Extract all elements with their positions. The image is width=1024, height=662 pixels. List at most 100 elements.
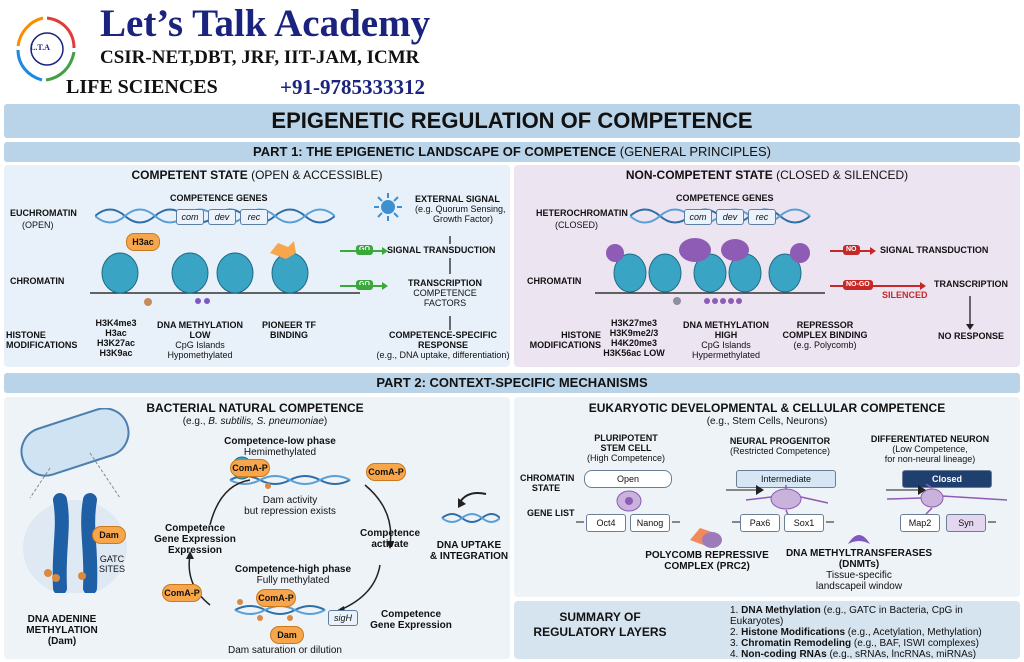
gene-com: com [684, 209, 712, 225]
sun-signal-icon [374, 193, 402, 221]
gene-pax6: Pax6 [740, 514, 780, 532]
no-tag: NO [843, 245, 860, 255]
list-item: 2. Histone Modifications (e.g., Acetylat… [730, 627, 982, 638]
chromatin-label: CHROMATIN [10, 276, 65, 286]
dnmt-label: DNA METHYLTRANSFERASES(DNMTs)Tissue-spec… [785, 548, 933, 592]
signal-transduction: SIGNAL TRANSDUCTION [387, 245, 496, 255]
gene-rec: rec [748, 209, 776, 225]
part1-title: PART 1: THE EPIGENETIC LANDSCAPE OF COMP… [4, 142, 1020, 162]
bacterial-example: (e.g., B. subtilis, S. pneumoniae) [182, 416, 328, 427]
list-item: 1. DNA Methylation (e.g., GATC in Bacter… [730, 605, 963, 627]
gene-list-label: GENE LIST [527, 508, 575, 518]
academy-logo [16, 16, 76, 82]
chromatin-label: CHROMATIN [527, 276, 582, 286]
comap-badge: ComA-P [366, 463, 406, 481]
eukaryotic-heading: EUKARYOTIC DEVELOPMENTAL & CELLULAR COMP… [588, 401, 946, 415]
gene-syn: Syn [946, 514, 986, 532]
brand-exams: CSIR-NET,DBT, JRF, IIT-JAM, ICMR [100, 47, 420, 68]
silenced-label: SILENCED [882, 290, 928, 300]
competence-genes-label: COMPETENCE GENES [676, 193, 774, 203]
histone-mod-label: HISTONE MODIFICATIONS [529, 330, 601, 350]
neuron-icon [886, 484, 1008, 514]
dna-uptake: DNA UPTAKE& INTEGRATION [429, 540, 509, 562]
no-response: NO RESPONSE [938, 331, 1005, 341]
gene-nanog: Nanog [630, 514, 670, 532]
euchromatin-label: EUCHROMATIN [10, 208, 77, 218]
gene-com: com [176, 209, 204, 225]
gene-map2: Map2 [900, 514, 940, 532]
competent-arrows [340, 236, 451, 330]
stem-cell-icon [616, 490, 642, 512]
sigh-gene: sigH [328, 610, 358, 626]
eukaryotic-arrows [576, 485, 996, 523]
signal-transduction: SIGNAL TRANSDUCTION [880, 245, 989, 255]
state-closed: Closed [902, 470, 992, 488]
list-item: 4. Non-coding RNAs (e.g., sRNAs, lncRNAs… [730, 649, 977, 660]
dam-saturation: Dam saturation or dilution [228, 645, 342, 656]
noncompetent-heading: NON-COMPETENT STATE (CLOSED & SILENCED) [625, 168, 909, 182]
heterochromatin-label: HETEROCHROMATIN [536, 208, 628, 218]
gene-dev: dev [716, 209, 744, 225]
open-chromatin-nucleosomes [90, 241, 360, 306]
brand-phone: +91-9785333312 [280, 75, 425, 99]
neural-progenitor-icon [745, 485, 829, 515]
bacterium-chromosome-illustration [20, 408, 130, 593]
list-item: 3. Chromatin Remodeling (e.g., BAF, ISWI… [730, 638, 979, 649]
gene-oct4: Oct4 [586, 514, 626, 532]
main-title: EPIGENETIC REGULATION OF COMPETENCE [4, 104, 1020, 138]
histone-mod-label: HISTONE MODIFICATIONS [6, 330, 78, 350]
nogo-tag: NO-GO [843, 280, 873, 290]
gene-rec: rec [240, 209, 268, 225]
differentiated-neuron: DIFFERENTIATED NEURON(Low Competence,for… [870, 434, 990, 464]
comap-badge: ComA-P [230, 459, 270, 477]
gene-sox1: Sox1 [784, 514, 824, 532]
transcription: TRANSCRIPTION [934, 279, 1008, 289]
competent-panel [4, 165, 510, 367]
summary-list: 1. DNA Methylation (e.g., GATC in Bacter… [730, 605, 1018, 660]
comap-badge: ComA-P [256, 589, 296, 607]
logo-text: L.T.A [30, 43, 50, 52]
dna-uptake-icon [441, 492, 500, 523]
low-phase: Competence-low phase [224, 436, 336, 447]
h3ac-badge: H3ac [126, 233, 160, 251]
closed-chromatin-nucleosomes [595, 238, 825, 305]
external-signal: EXTERNAL SIGNAL(e.g. Quorum Sensing,Grow… [415, 194, 506, 224]
neural-progenitor: NEURAL PROGENITOR(Restricted Competence) [729, 436, 831, 456]
brand-subject: LIFE SCIENCES [66, 76, 218, 98]
dnmt-icon [848, 535, 870, 544]
brand-title: Let’s Talk Academy [100, 2, 431, 45]
comap-badge: ComA-P [162, 584, 202, 602]
prc2-icon [690, 528, 722, 548]
part2-title: PART 2: CONTEXT-SPECIFIC MECHANISMS [4, 373, 1020, 393]
competence-genes-label: COMPETENCE GENES [170, 193, 268, 203]
summary-panel [514, 601, 1020, 659]
dam-badge: Dam [270, 626, 304, 644]
noncompetent-panel [514, 165, 1020, 367]
dam-badge: Dam [92, 526, 126, 544]
state-open: Open [584, 470, 672, 488]
competent-heading: COMPETENT STATE (OPEN & ACCESSIBLE) [131, 168, 383, 182]
high-phase: Competence-high phase [234, 564, 352, 575]
gene-dev: dev [208, 209, 236, 225]
eukaryotic-example: (e.g., Stem Cells, Neurons) [706, 416, 828, 427]
bacterial-heading: BACTERIAL NATURAL COMPETENCE [146, 401, 364, 415]
